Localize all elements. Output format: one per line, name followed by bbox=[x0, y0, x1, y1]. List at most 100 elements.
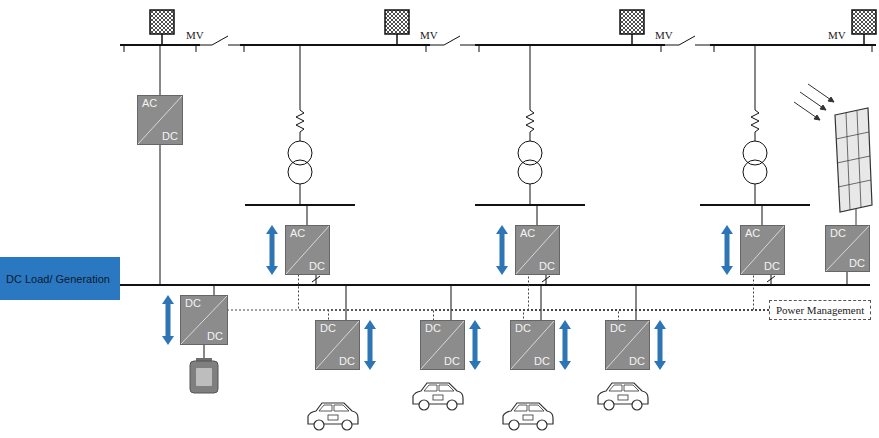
control-link bbox=[524, 310, 770, 320]
power-flow-arrow bbox=[721, 225, 733, 275]
pv-panel bbox=[835, 108, 872, 212]
converter-box: AC DC bbox=[515, 225, 560, 275]
transformer bbox=[288, 45, 767, 205]
node-text: AC bbox=[520, 228, 535, 239]
transformer bbox=[518, 160, 542, 184]
converter-diagonal bbox=[516, 226, 559, 274]
pv-panel bbox=[814, 97, 834, 120]
node-text: DC bbox=[764, 261, 780, 272]
converter-diagonal bbox=[181, 296, 227, 344]
power-flow-arrow bbox=[364, 320, 376, 370]
grid-source bbox=[162, 34, 864, 45]
pv-panel bbox=[836, 111, 871, 210]
transformer bbox=[751, 45, 759, 205]
grid-source bbox=[852, 10, 876, 34]
node-text: DC bbox=[629, 356, 645, 367]
converter-box: DC DC bbox=[420, 320, 465, 370]
pv-panel bbox=[794, 84, 872, 225]
transformer bbox=[526, 45, 534, 205]
bus-voltage-label: MV bbox=[828, 30, 846, 41]
converter-diagonal bbox=[741, 226, 784, 274]
converter-diagonal bbox=[138, 96, 182, 144]
control-link bbox=[754, 275, 770, 310]
feeder-wire bbox=[160, 45, 161, 285]
lv-bus bbox=[245, 204, 810, 206]
battery-symbol bbox=[190, 361, 218, 393]
transformer bbox=[288, 141, 312, 165]
electric-vehicle bbox=[598, 383, 648, 410]
converter-diagonal bbox=[421, 321, 464, 369]
node-text: AC bbox=[142, 98, 157, 109]
node-text: AC bbox=[290, 228, 305, 239]
converter-box: AC DC bbox=[740, 225, 785, 275]
node-text: Power Management bbox=[776, 304, 864, 316]
node-text: DC Load/ Generation bbox=[6, 273, 110, 285]
bus-voltage-label: MV bbox=[186, 30, 204, 41]
power-management-box: Power Management bbox=[769, 300, 871, 320]
power-flow-arrow bbox=[162, 295, 174, 345]
transformer bbox=[518, 141, 542, 165]
power-flow-arrow bbox=[654, 320, 666, 370]
electric-vehicle bbox=[503, 403, 553, 430]
electric-vehicle bbox=[413, 383, 463, 410]
node-text: DC bbox=[309, 261, 325, 272]
converter-box: DC DC bbox=[315, 320, 360, 370]
node-text: DC bbox=[515, 323, 531, 334]
converter-box: DC DC bbox=[605, 320, 650, 370]
converter-box: DC DC bbox=[180, 295, 228, 345]
node-text: DC bbox=[444, 356, 460, 367]
node-text: DC bbox=[162, 131, 178, 142]
converter-box: DCDC bbox=[825, 225, 870, 272]
node-text: DC bbox=[339, 356, 355, 367]
feeder-wire bbox=[160, 45, 161, 285]
mv-bus bbox=[124, 45, 872, 52]
node-text: DC bbox=[185, 298, 201, 309]
converter-box: AC DC bbox=[137, 95, 183, 145]
control-link bbox=[529, 275, 770, 310]
electric-vehicle bbox=[308, 383, 648, 430]
node-text: DC bbox=[320, 323, 336, 334]
power-flow-arrow bbox=[162, 225, 733, 370]
power-flow-arrow bbox=[559, 320, 571, 370]
transformer bbox=[743, 160, 767, 184]
electric-vehicle bbox=[308, 403, 358, 430]
node-text: DC bbox=[425, 323, 441, 334]
bus-voltage-label: MV bbox=[655, 30, 673, 41]
control-link bbox=[434, 310, 770, 320]
control-link bbox=[299, 275, 770, 310]
lv-bus bbox=[245, 205, 847, 285]
converter-diagonal bbox=[316, 321, 359, 369]
grid-source bbox=[150, 10, 876, 45]
dc-bus bbox=[214, 285, 636, 320]
converter-box: AC DC bbox=[285, 225, 330, 275]
converter-diagonal bbox=[511, 321, 554, 369]
mv-bus bbox=[200, 36, 710, 45]
converter-box: DCDC bbox=[510, 320, 555, 370]
control-link bbox=[619, 310, 770, 320]
dc-bus bbox=[120, 284, 870, 286]
transformer bbox=[296, 45, 304, 205]
pv-panel bbox=[856, 209, 857, 225]
transformer bbox=[288, 160, 312, 184]
node-text: AC bbox=[745, 228, 760, 239]
node-text: DC bbox=[610, 323, 626, 334]
bus-voltage-label: MV bbox=[420, 30, 438, 41]
control-link bbox=[329, 310, 770, 320]
dc-bus bbox=[120, 285, 870, 320]
grid-source bbox=[620, 10, 644, 34]
node-text: DC bbox=[849, 258, 865, 269]
battery-symbol bbox=[190, 345, 218, 393]
converter-diagonal bbox=[826, 226, 869, 271]
grid-source bbox=[385, 10, 409, 34]
lv-bus bbox=[307, 205, 762, 225]
converter-diagonal bbox=[286, 226, 329, 274]
node-text: DC bbox=[207, 331, 223, 342]
dc-load-box: DC Load/ Generation bbox=[0, 257, 120, 300]
node-text: DC bbox=[539, 261, 555, 272]
power-flow-arrow bbox=[469, 320, 481, 370]
